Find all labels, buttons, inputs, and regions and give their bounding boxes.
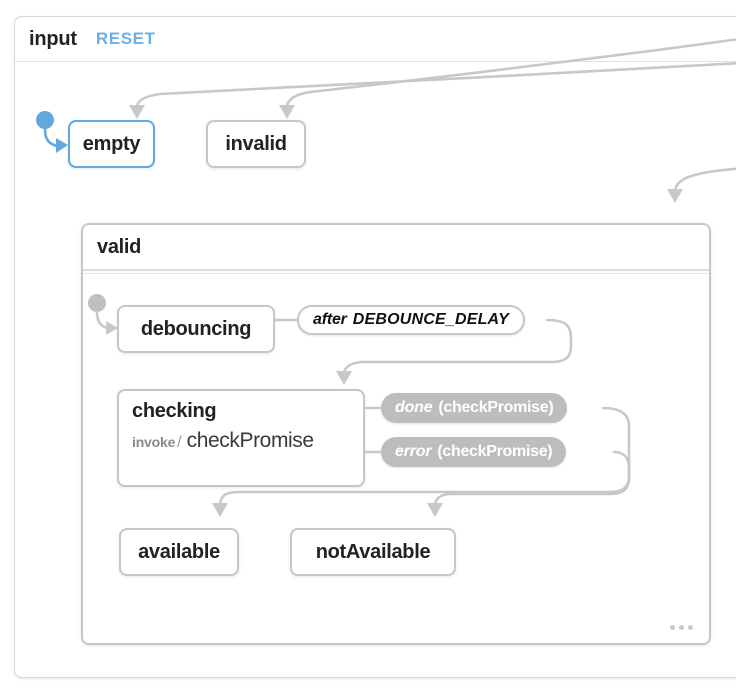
state-valid-label: valid (97, 235, 142, 258)
state-checking-invoke: invoke / checkPromise (132, 429, 350, 453)
transition-event-name: after (313, 311, 347, 328)
transition-event-detail: (checkPromise) (438, 399, 554, 416)
state-debouncing-label: debouncing (140, 317, 252, 340)
state-node-invalid[interactable]: invalid (206, 120, 306, 168)
invoke-source: checkPromise (186, 429, 314, 452)
state-checking-label: checking (132, 400, 217, 422)
state-notAvailable-label: notAvailable (315, 540, 431, 563)
state-node-notAvailable[interactable]: notAvailable (290, 528, 456, 576)
transition-event-detail: (checkPromise) (437, 443, 553, 460)
invoke-keyword: invoke (132, 434, 176, 450)
state-available-label: available (138, 540, 220, 563)
state-node-empty[interactable]: empty (68, 120, 155, 168)
state-valid-body (83, 273, 709, 643)
transition-label-done-check[interactable]: done (checkPromise) (381, 393, 568, 423)
state-node-debouncing[interactable]: debouncing (117, 305, 275, 353)
transition-event-detail: DEBOUNCE_DELAY (352, 311, 509, 328)
transition-event-name: error (395, 443, 432, 460)
state-valid-header: valid (83, 225, 709, 271)
state-node-checking[interactable]: checking invoke / checkPromise (117, 389, 365, 487)
reset-button[interactable]: RESET (95, 29, 156, 48)
machine-title: input (29, 27, 77, 50)
ellipsis-icon[interactable] (670, 625, 693, 630)
transition-label-after-debounce[interactable]: after DEBOUNCE_DELAY (297, 305, 525, 335)
invoke-separator: / (177, 434, 182, 451)
transition-label-error-check[interactable]: error (checkPromise) (381, 437, 567, 467)
state-node-available[interactable]: available (119, 528, 239, 576)
transition-event-name: done (395, 399, 433, 416)
state-empty-label: empty (82, 132, 141, 155)
state-invalid-label: invalid (225, 132, 287, 155)
machine-header: input RESET (15, 17, 736, 62)
